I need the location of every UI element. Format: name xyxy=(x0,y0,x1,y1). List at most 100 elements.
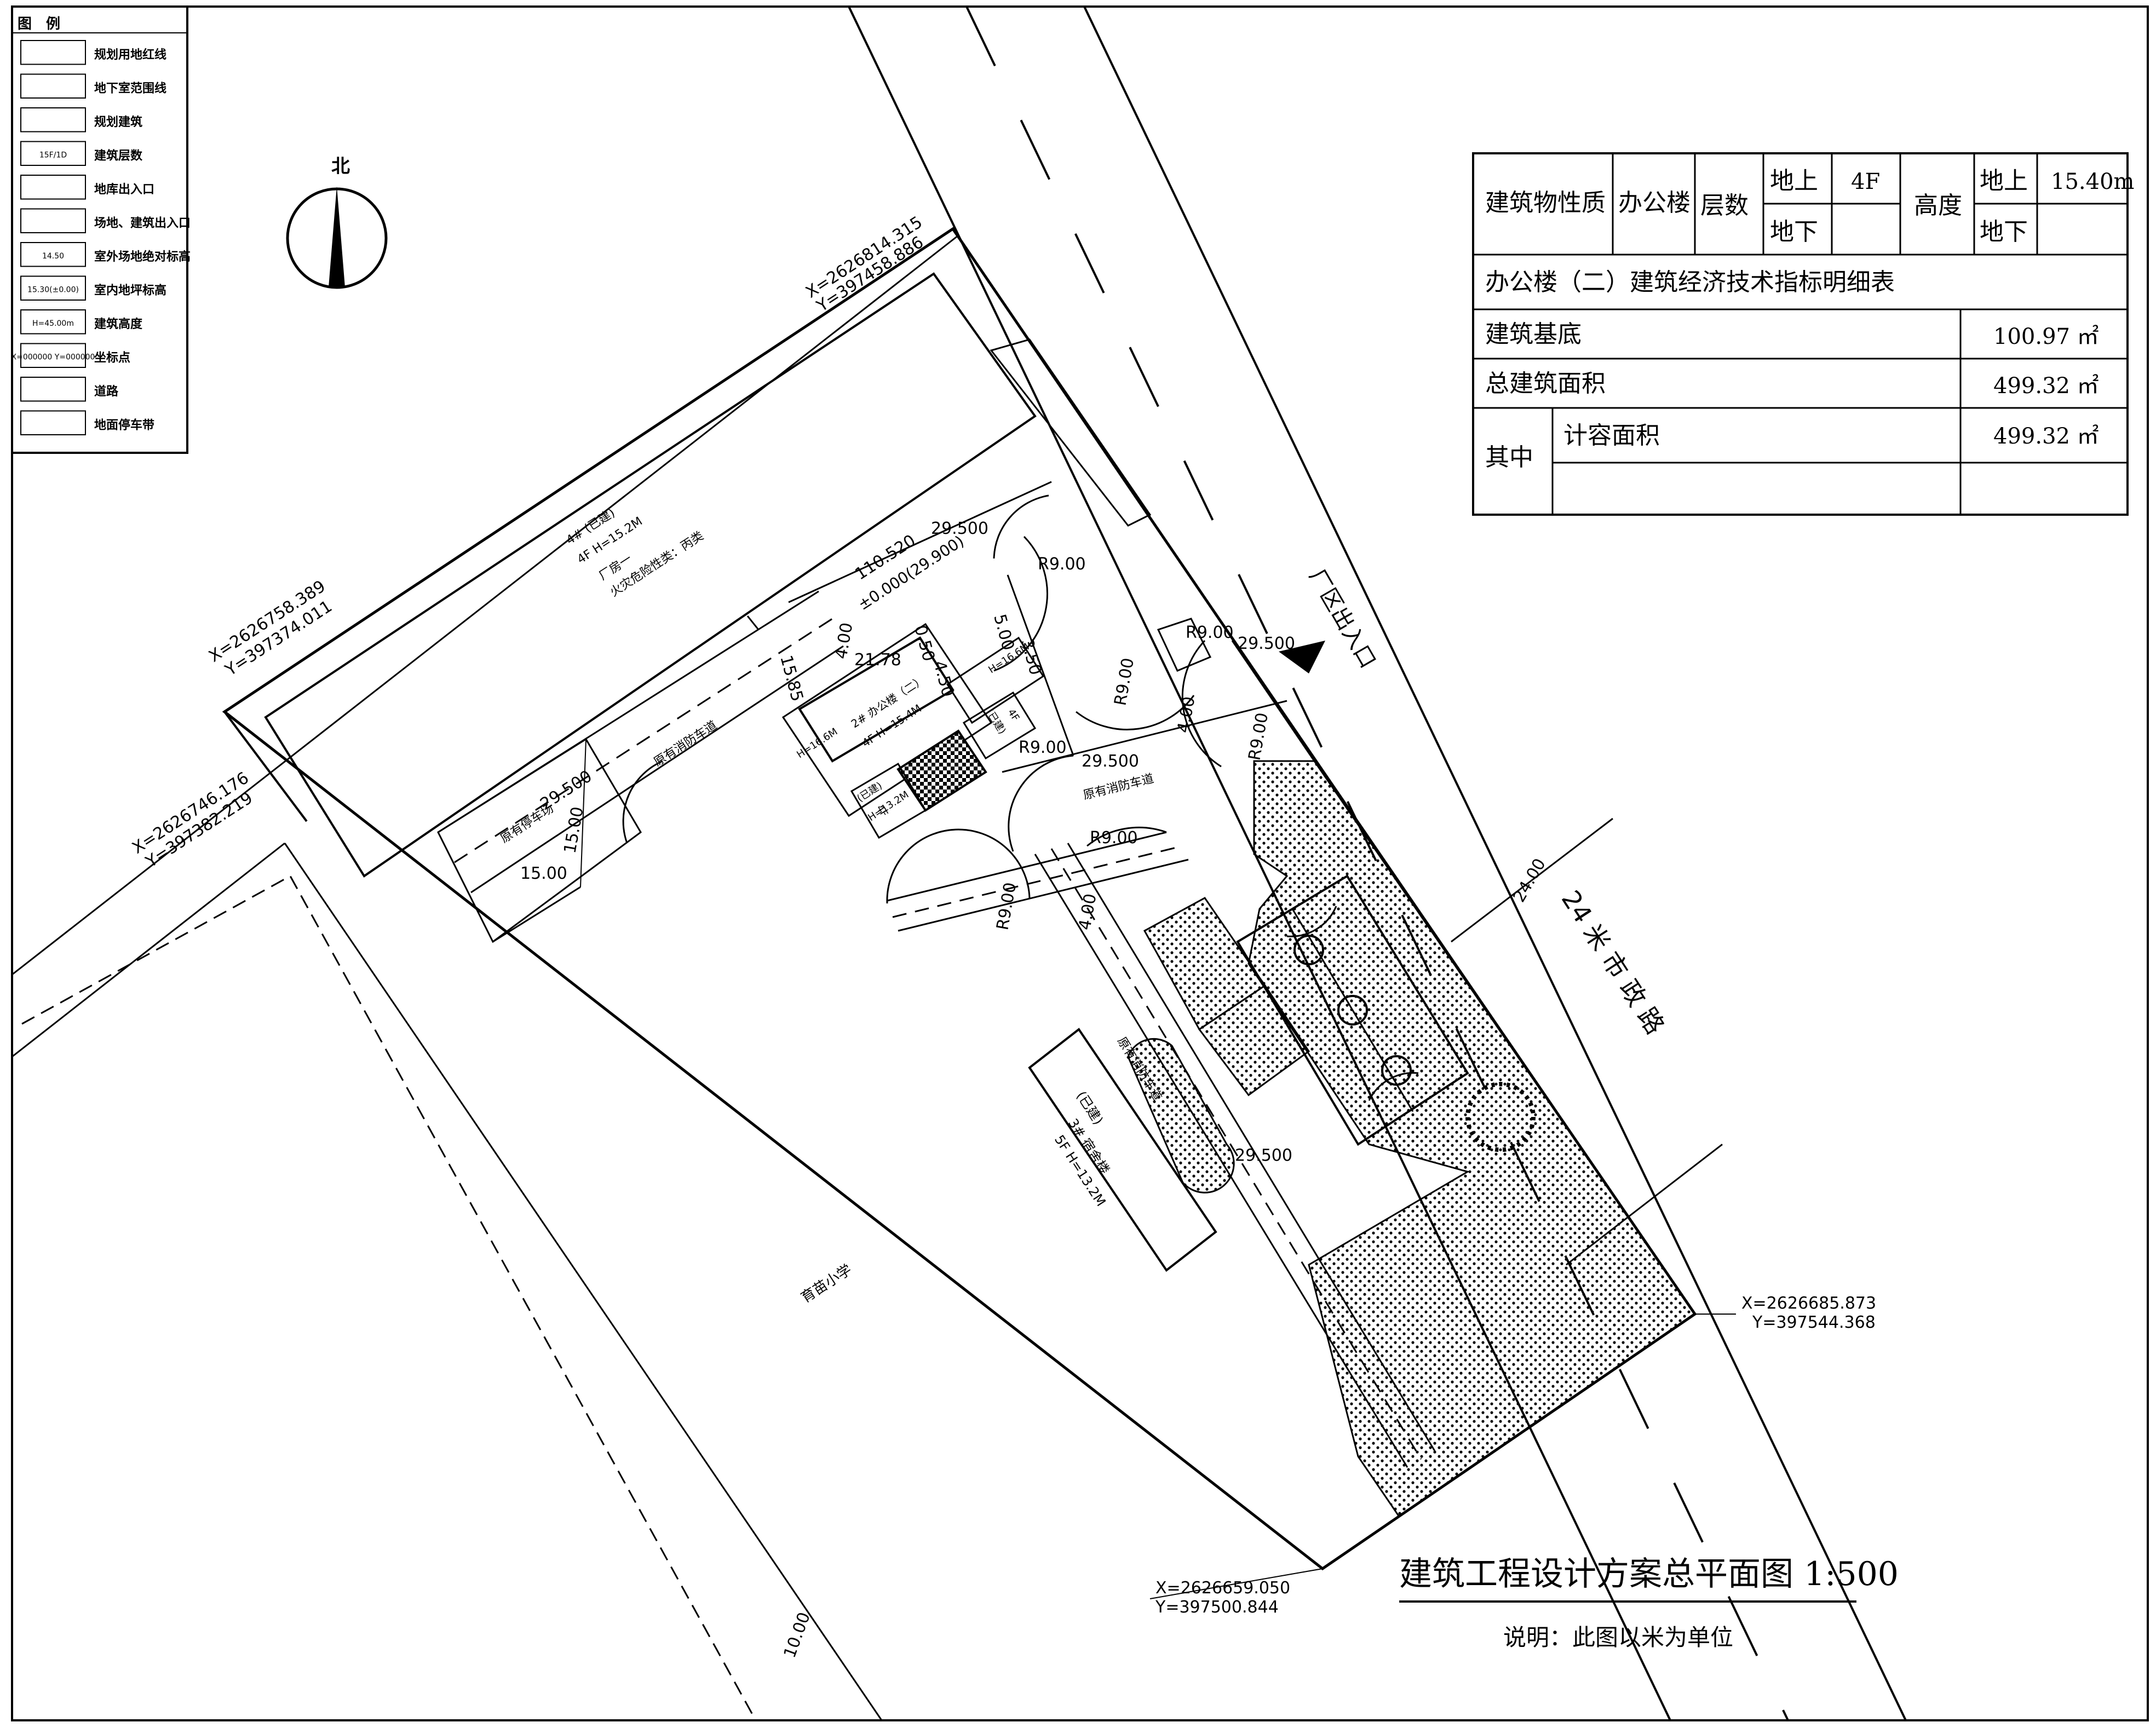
legend-row: 地库出入口 xyxy=(20,175,154,200)
legend-row: 道路 xyxy=(20,377,119,402)
dorm-building xyxy=(1028,1028,1217,1272)
floors-below-label: 地下 xyxy=(1770,218,1818,246)
legend-swatch xyxy=(20,275,86,301)
legend-row: 14.50 室外场地绝对标高 xyxy=(20,242,191,267)
dim-2178: 21.78 xyxy=(854,650,901,670)
factory-building xyxy=(264,272,1037,878)
landscape-areas xyxy=(1127,760,1697,1518)
radius-2: R9.00 xyxy=(1186,623,1234,642)
bldg-c-label: H=16.6M xyxy=(795,726,840,761)
fire-lane-label: 原有消防车道 xyxy=(652,718,720,769)
coord-4-y: Y=397544.368 xyxy=(1752,1313,1876,1332)
bldg-a-label-1: (已建) xyxy=(855,780,884,804)
dim-400-a: 4.00 xyxy=(831,621,856,661)
detail-title: 办公楼（二）建筑经济技术指标明细表 xyxy=(1485,268,1895,296)
dim-500: 5.00 xyxy=(990,612,1017,653)
nature-label: 建筑物性质 xyxy=(1485,189,1606,217)
bldg-b-label-2: 4F xyxy=(1005,707,1021,723)
radius-5: R9.00 xyxy=(1019,738,1067,757)
legend-row: 地下室范围线 xyxy=(20,73,166,99)
gate-arrow-icon xyxy=(1279,641,1325,673)
radius-6: R9.00 xyxy=(1090,828,1138,848)
fire-lane-north xyxy=(438,590,844,894)
legend-swatch xyxy=(20,377,86,402)
total-label: 总建筑面积 xyxy=(1485,370,1606,398)
legend-label: 室外场地绝对标高 xyxy=(94,250,191,264)
dim-1500-b: 15.00 xyxy=(520,864,567,883)
radius-7: R9.00 xyxy=(993,881,1020,931)
legend-swatch xyxy=(20,242,86,267)
title-block: 建筑工程设计方案总平面图 1:500 说明：此图以米为单位 xyxy=(1399,1555,1899,1651)
height-below-label: 地下 xyxy=(1980,218,2028,246)
radius-1: R9.00 xyxy=(1038,555,1086,574)
calc-value: 499.32 ㎡ xyxy=(1993,424,2099,449)
legend-swatch xyxy=(20,73,86,99)
legend-swatch xyxy=(20,107,86,133)
coord-5-y: Y=397500.844 xyxy=(1155,1598,1279,1617)
legend-sample: 15.30(±0.00) xyxy=(27,285,79,294)
office-cluster xyxy=(781,623,1045,839)
municipal-road xyxy=(848,6,1907,1721)
info-table: 建筑物性质 办公楼 层数 地上 地下 4F 高度 地上 地下 15.40m 办公… xyxy=(1472,152,2134,516)
dim-400-c: 4.00 xyxy=(1075,892,1100,932)
bldg-b-label-1: (已建) xyxy=(984,707,1008,736)
legend-swatch xyxy=(20,40,86,65)
legend-label: 规划用地红线 xyxy=(94,48,166,62)
legend-label: 地库出入口 xyxy=(94,183,154,197)
legend-sample: 14.50 xyxy=(42,252,64,261)
office-building-2 xyxy=(896,729,987,812)
height-above-value: 15.40m xyxy=(2051,169,2134,194)
coord-5-x: X=2626659.050 xyxy=(1155,1579,1290,1598)
dim-350: 3.50 xyxy=(1017,637,1045,677)
dim-1585: 15.85 xyxy=(776,653,807,704)
among-label: 其中 xyxy=(1485,443,1533,471)
level-5: 29.500 xyxy=(1235,1146,1292,1165)
legend-sample: H=45.00m xyxy=(32,319,74,328)
legend-row: 地面停车带 xyxy=(20,410,154,435)
legend-row: 规划用地红线 xyxy=(20,40,166,65)
road-centerline xyxy=(965,6,1789,1721)
legend-label: 建筑层数 xyxy=(94,148,143,163)
north-arrow: 北 xyxy=(286,155,388,289)
level-3: 29.500 xyxy=(1082,752,1139,771)
legend-row: 规划建筑 xyxy=(20,107,142,133)
dim-050: 0.50 xyxy=(910,623,938,664)
drawing-note: 说明：此图以米为单位 xyxy=(1503,1624,1733,1651)
height-above-label: 地上 xyxy=(1980,167,2028,195)
legend-label: 场地、建筑出入口 xyxy=(94,216,191,230)
legend-row: 场地、建筑出入口 xyxy=(20,208,191,233)
coord-4-x: X=2626685.873 xyxy=(1741,1294,1876,1313)
legend-label: 坐标点 xyxy=(94,350,130,365)
radius-3: R9.00 xyxy=(1111,656,1138,707)
road-label: 24 米 市 政 路 xyxy=(1556,885,1670,1040)
legend-swatch xyxy=(20,208,86,233)
legend-header: 图 例 xyxy=(18,16,60,32)
fire-lane-label-2: 原有消防车道 xyxy=(1082,772,1155,803)
legend-label: 地下室范围线 xyxy=(94,81,166,95)
dim-1000: 10.00 xyxy=(780,1610,814,1661)
legend-sample: X=000000 Y=000000 xyxy=(12,353,95,361)
floors-above-value: 4F xyxy=(1851,169,1880,194)
calc-label: 计容面积 xyxy=(1563,422,1660,450)
level-4: 29.500 xyxy=(537,767,595,814)
legend-label: 道路 xyxy=(94,384,119,399)
level-1: 29.500 xyxy=(931,519,988,538)
legend-swatch xyxy=(20,309,86,335)
dim-1500-a: 15.00 xyxy=(560,805,587,855)
dim-2400: 24.00 xyxy=(1510,855,1550,906)
radius-4: R9.00 xyxy=(1245,711,1272,762)
height-label: 高度 xyxy=(1914,192,1962,220)
north-label: 北 xyxy=(331,155,350,177)
legend-swatch xyxy=(20,410,86,435)
drawing-frame xyxy=(11,5,2149,1721)
base-label: 建筑基底 xyxy=(1485,320,1582,348)
existing-parking xyxy=(437,738,642,943)
floors-above-label: 地上 xyxy=(1770,167,1818,195)
legend-sample: 15F/1D xyxy=(39,151,67,159)
base-value: 100.97 ㎡ xyxy=(1993,324,2099,349)
drawing-title: 建筑工程设计方案总平面图 1:500 xyxy=(1399,1555,1899,1593)
